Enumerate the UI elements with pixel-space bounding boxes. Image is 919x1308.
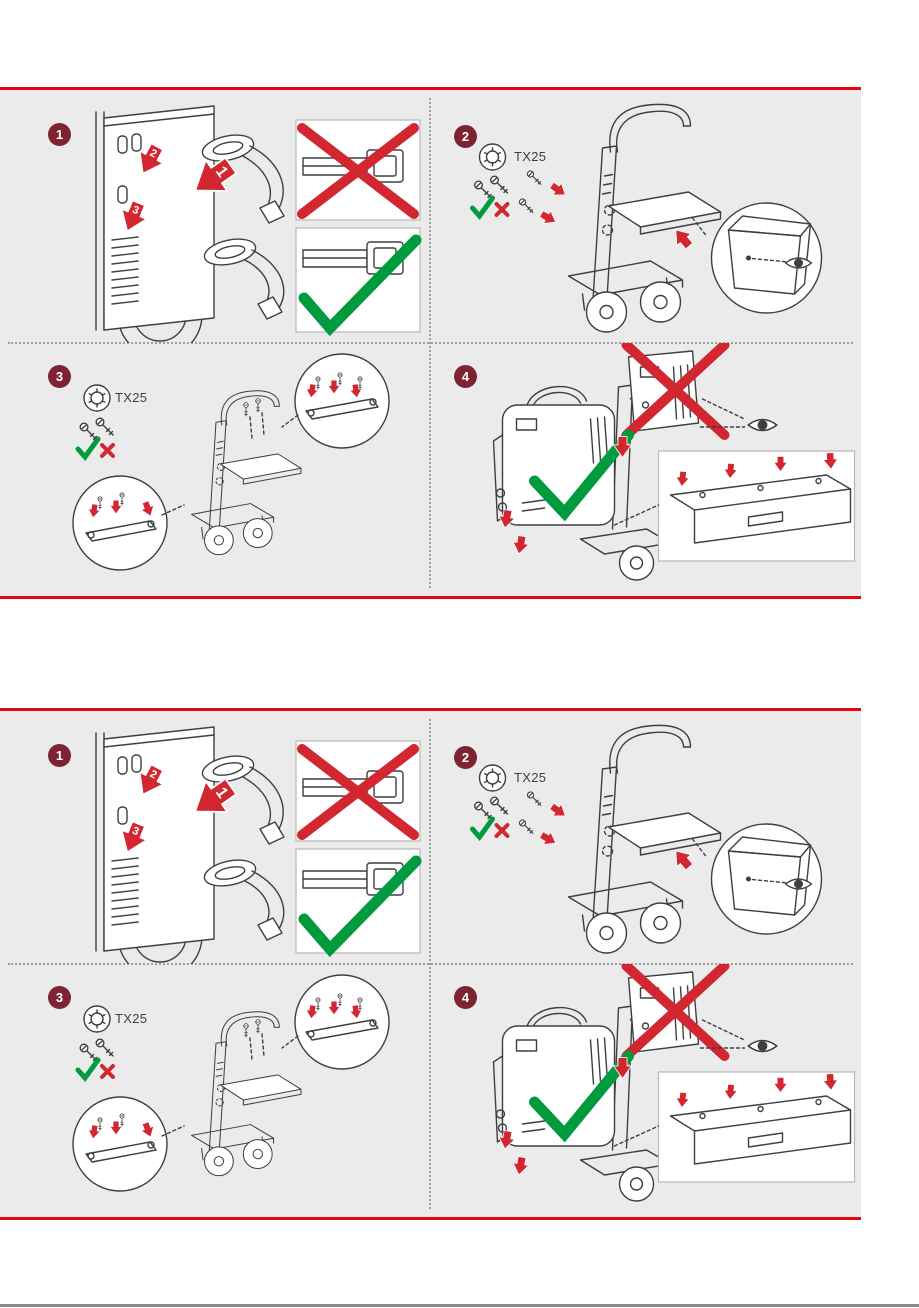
tool-size-label: TX25 [115,1011,148,1026]
step-frame-mounting: 2 TX25 [430,90,861,343]
step-number-badge: 4 [454,986,477,1009]
step-number-badge: 3 [48,365,71,388]
machine-placement-illustration [430,343,861,596]
machine-placement-illustration [430,964,861,1217]
panel-top-rule [0,708,861,711]
step-frame-mounting: 2 TX25 [430,711,861,964]
instruction-panel-bottom: 1 2 TX25 3 TX25 4 [0,711,861,1217]
instruction-panel-top: 1 2 TX25 3 TX25 4 [0,90,861,596]
step-number-badge: 2 [454,125,477,148]
quadrant-divider-horizontal [8,963,853,965]
step-shelf-mounting: 3 TX25 [0,343,430,596]
bottom-rule [0,1217,861,1220]
step-machine-placement: 4 [430,343,861,596]
step-strap-attachment: 1 [0,90,430,343]
step-machine-placement: 4 [430,964,861,1217]
panel-bottom-rule [0,596,861,599]
tool-size-label: TX25 [115,390,148,405]
top-rule [0,87,861,90]
tool-size-label: TX25 [514,149,547,164]
quadrant-divider-horizontal [8,342,853,344]
step-number-badge: 4 [454,365,477,388]
step-shelf-mounting: 3 TX25 [0,964,430,1217]
step-strap-attachment: 1 [0,711,430,964]
step-number-badge: 1 [48,744,71,767]
frame-mounting-illustration [430,711,861,964]
step-number-badge: 2 [454,746,477,769]
tool-size-label: TX25 [514,770,547,785]
step-number-badge: 3 [48,986,71,1009]
page-edge-line [0,1304,919,1307]
step-number-badge: 1 [48,123,71,146]
frame-mounting-illustration [430,90,861,343]
